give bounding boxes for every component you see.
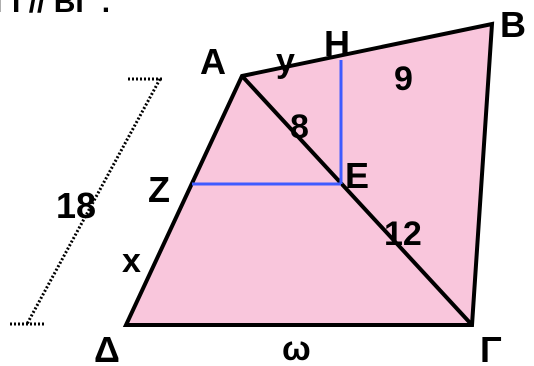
- caption-fragment: ΓΙ // ΒΓ .: [0, 0, 110, 19]
- point-label-E: Ε: [345, 155, 369, 196]
- dimension-line-AD: [10, 77, 162, 326]
- point-label-Gamma: Γ: [480, 329, 502, 366]
- label-HB: 9: [394, 60, 413, 98]
- point-label-A: Α: [200, 41, 226, 82]
- quadrilateral-ABGD: [122, 21, 495, 327]
- label-AH: y: [276, 42, 295, 80]
- label-AE: 8: [290, 108, 309, 146]
- label-side-AD: 18: [56, 185, 96, 226]
- label-DGamma: ω: [282, 330, 311, 366]
- point-label-H: Η: [324, 23, 350, 64]
- diagonal-AG: [240, 74, 474, 327]
- point-label-B: Β: [500, 4, 526, 45]
- label-EGamma: 12: [384, 215, 422, 253]
- label-ZD: x: [122, 242, 141, 280]
- point-label-Delta: Δ: [94, 329, 120, 366]
- point-label-Z: Ζ: [148, 169, 170, 210]
